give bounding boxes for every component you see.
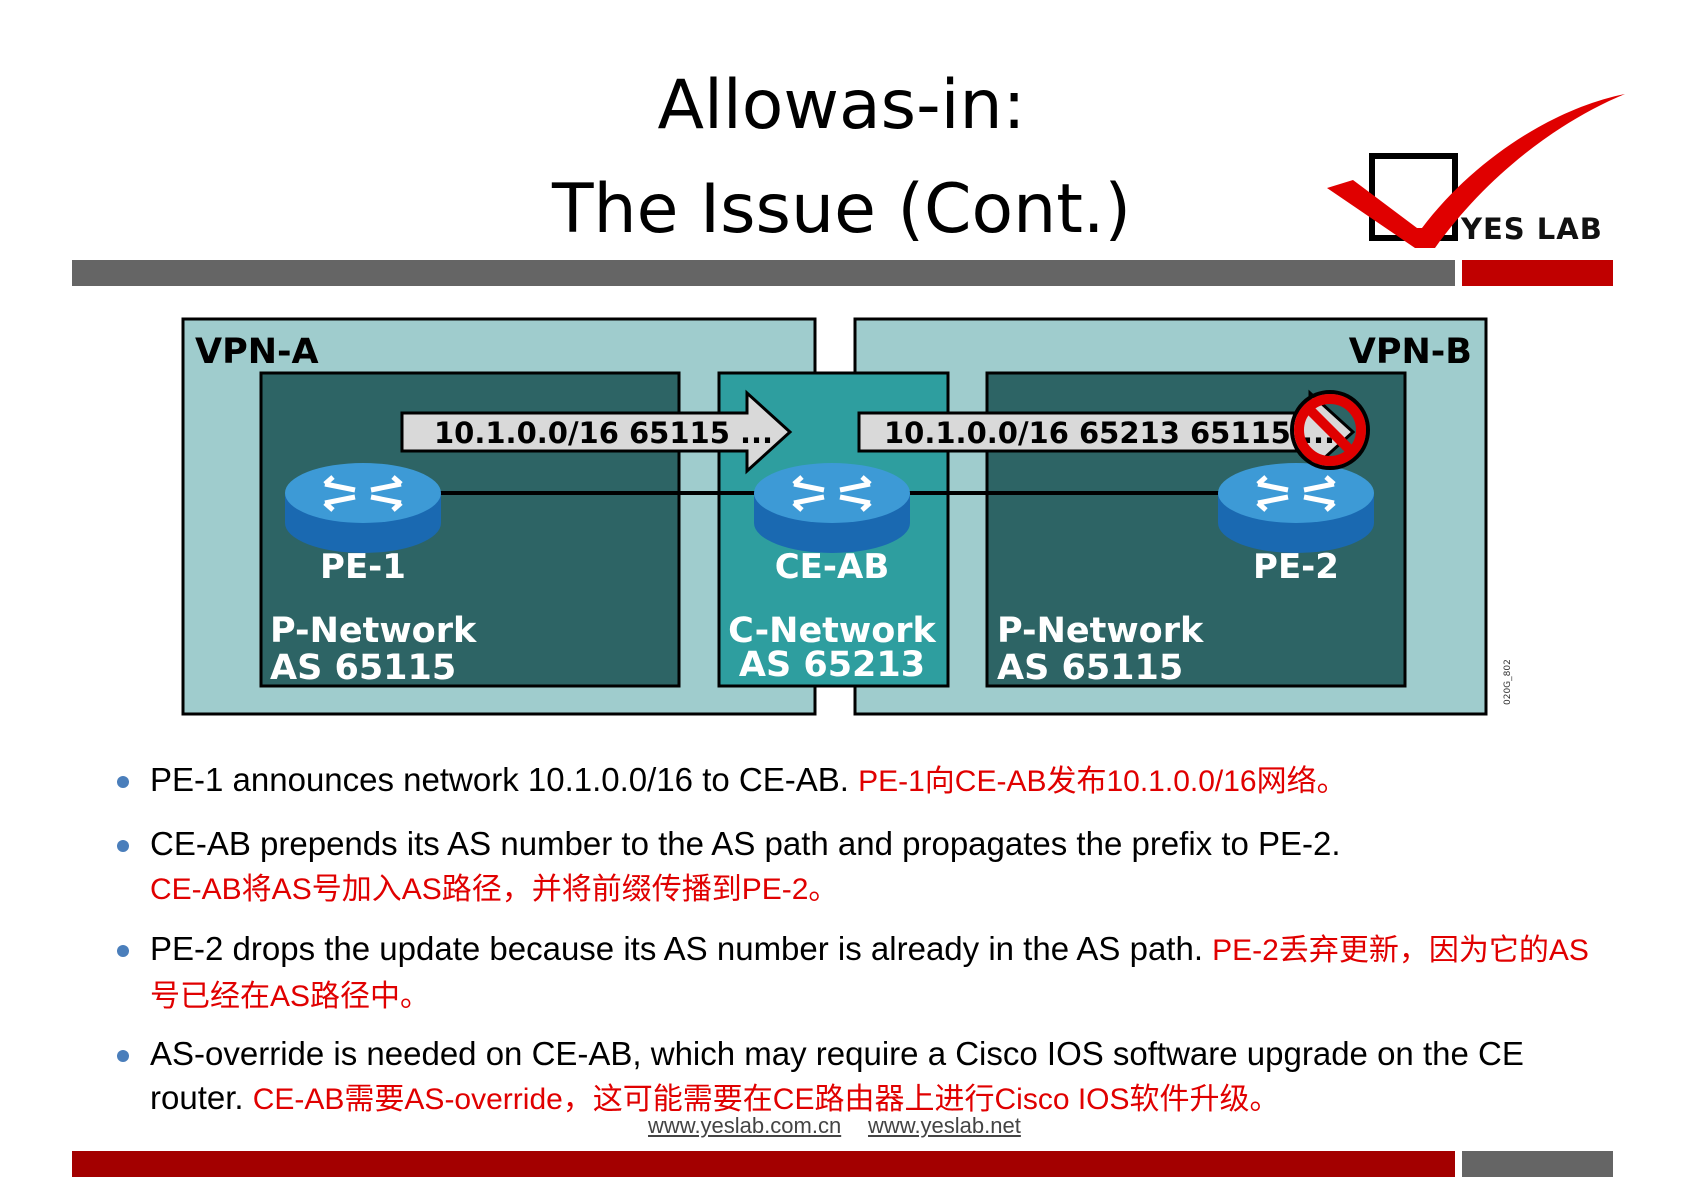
bullet-dot-icon xyxy=(117,840,129,852)
footer-link-yeslab-cn[interactable]: www.yeslab.com.cn xyxy=(648,1113,842,1138)
page-title-line-1: Allowas-in: xyxy=(657,66,1026,145)
bullet-4-en: AS-override is needed on CE-AB, which ma… xyxy=(150,1035,1524,1116)
bullet-item-2: CE-AB prepends its AS number to the AS p… xyxy=(117,822,1600,912)
header-divider-red xyxy=(1462,260,1613,286)
router-ce-ab-icon xyxy=(754,463,910,553)
update-arrow-left xyxy=(400,389,793,475)
router-label-ce-ab: CE-AB xyxy=(775,547,890,587)
prohibited-icon xyxy=(1290,390,1370,470)
bullet-2-en: CE-AB prepends its AS number to the AS p… xyxy=(150,825,1341,862)
checkmark-icon xyxy=(1327,94,1625,248)
router-label-pe-1: PE-1 xyxy=(320,547,406,587)
bullet-3-en: PE-2 drops the update because its AS num… xyxy=(150,930,1213,967)
bullet-3-zh: PE-2丢弃更新，因为它的AS号已经在AS路径中。 xyxy=(150,934,1589,1013)
vpn-b-label: VPN-B xyxy=(1349,332,1472,372)
network-left-as: AS 65115 xyxy=(270,648,456,688)
network-right-as: AS 65115 xyxy=(997,648,1183,688)
bullet-item-3: PE-2 drops the update because its AS num… xyxy=(117,927,1600,1019)
network-left-name: P-Network xyxy=(270,611,477,651)
footer-divider-gray xyxy=(1462,1151,1613,1177)
bullet-dot-icon xyxy=(117,945,129,957)
bullet-item-1: PE-1 announces network 10.1.0.0/16 to CE… xyxy=(117,758,1600,804)
header-divider-gray xyxy=(72,260,1455,286)
bullet-dot-icon xyxy=(117,776,129,788)
network-center-as: AS 65213 xyxy=(739,645,925,685)
bullet-1-en: PE-1 announces network 10.1.0.0/16 to CE… xyxy=(150,761,859,798)
footer-link-yeslab-net[interactable]: www.yeslab.net xyxy=(868,1113,1021,1138)
bullet-4-zh: CE-AB需要AS-override，这可能需要在CE路由器上进行Cisco I… xyxy=(252,1083,1280,1116)
logo-text: YES LAB xyxy=(1461,212,1603,246)
update-arrow-right-text: 10.1.0.0/16 65213 65115 xyxy=(884,416,1291,450)
router-pe-1-icon xyxy=(285,463,441,553)
network-right-name: P-Network xyxy=(997,611,1204,651)
figure-code: 020G_802 xyxy=(1503,659,1513,705)
page-title-line-2: The Issue (Cont.) xyxy=(551,170,1132,249)
bullet-dot-icon xyxy=(117,1050,129,1062)
router-pe-2-icon xyxy=(1218,463,1374,553)
footer-divider-red xyxy=(72,1151,1455,1177)
yes-lab-logo xyxy=(1327,94,1625,248)
bullet-2-zh: CE-AB将AS号加入AS路径，并将前缀传播到PE-2。 xyxy=(150,873,839,906)
bullet-item-4: AS-override is needed on CE-AB, which ma… xyxy=(117,1032,1600,1122)
router-label-pe-2: PE-2 xyxy=(1253,547,1339,587)
bullet-1-zh: PE-1向CE-AB发布10.1.0.0/16网络。 xyxy=(858,765,1347,798)
network-center-name: C-Network xyxy=(728,611,936,651)
vpn-a-label: VPN-A xyxy=(195,332,319,372)
update-arrow-left-text: 10.1.0.0/16 65115 ... xyxy=(434,416,773,450)
